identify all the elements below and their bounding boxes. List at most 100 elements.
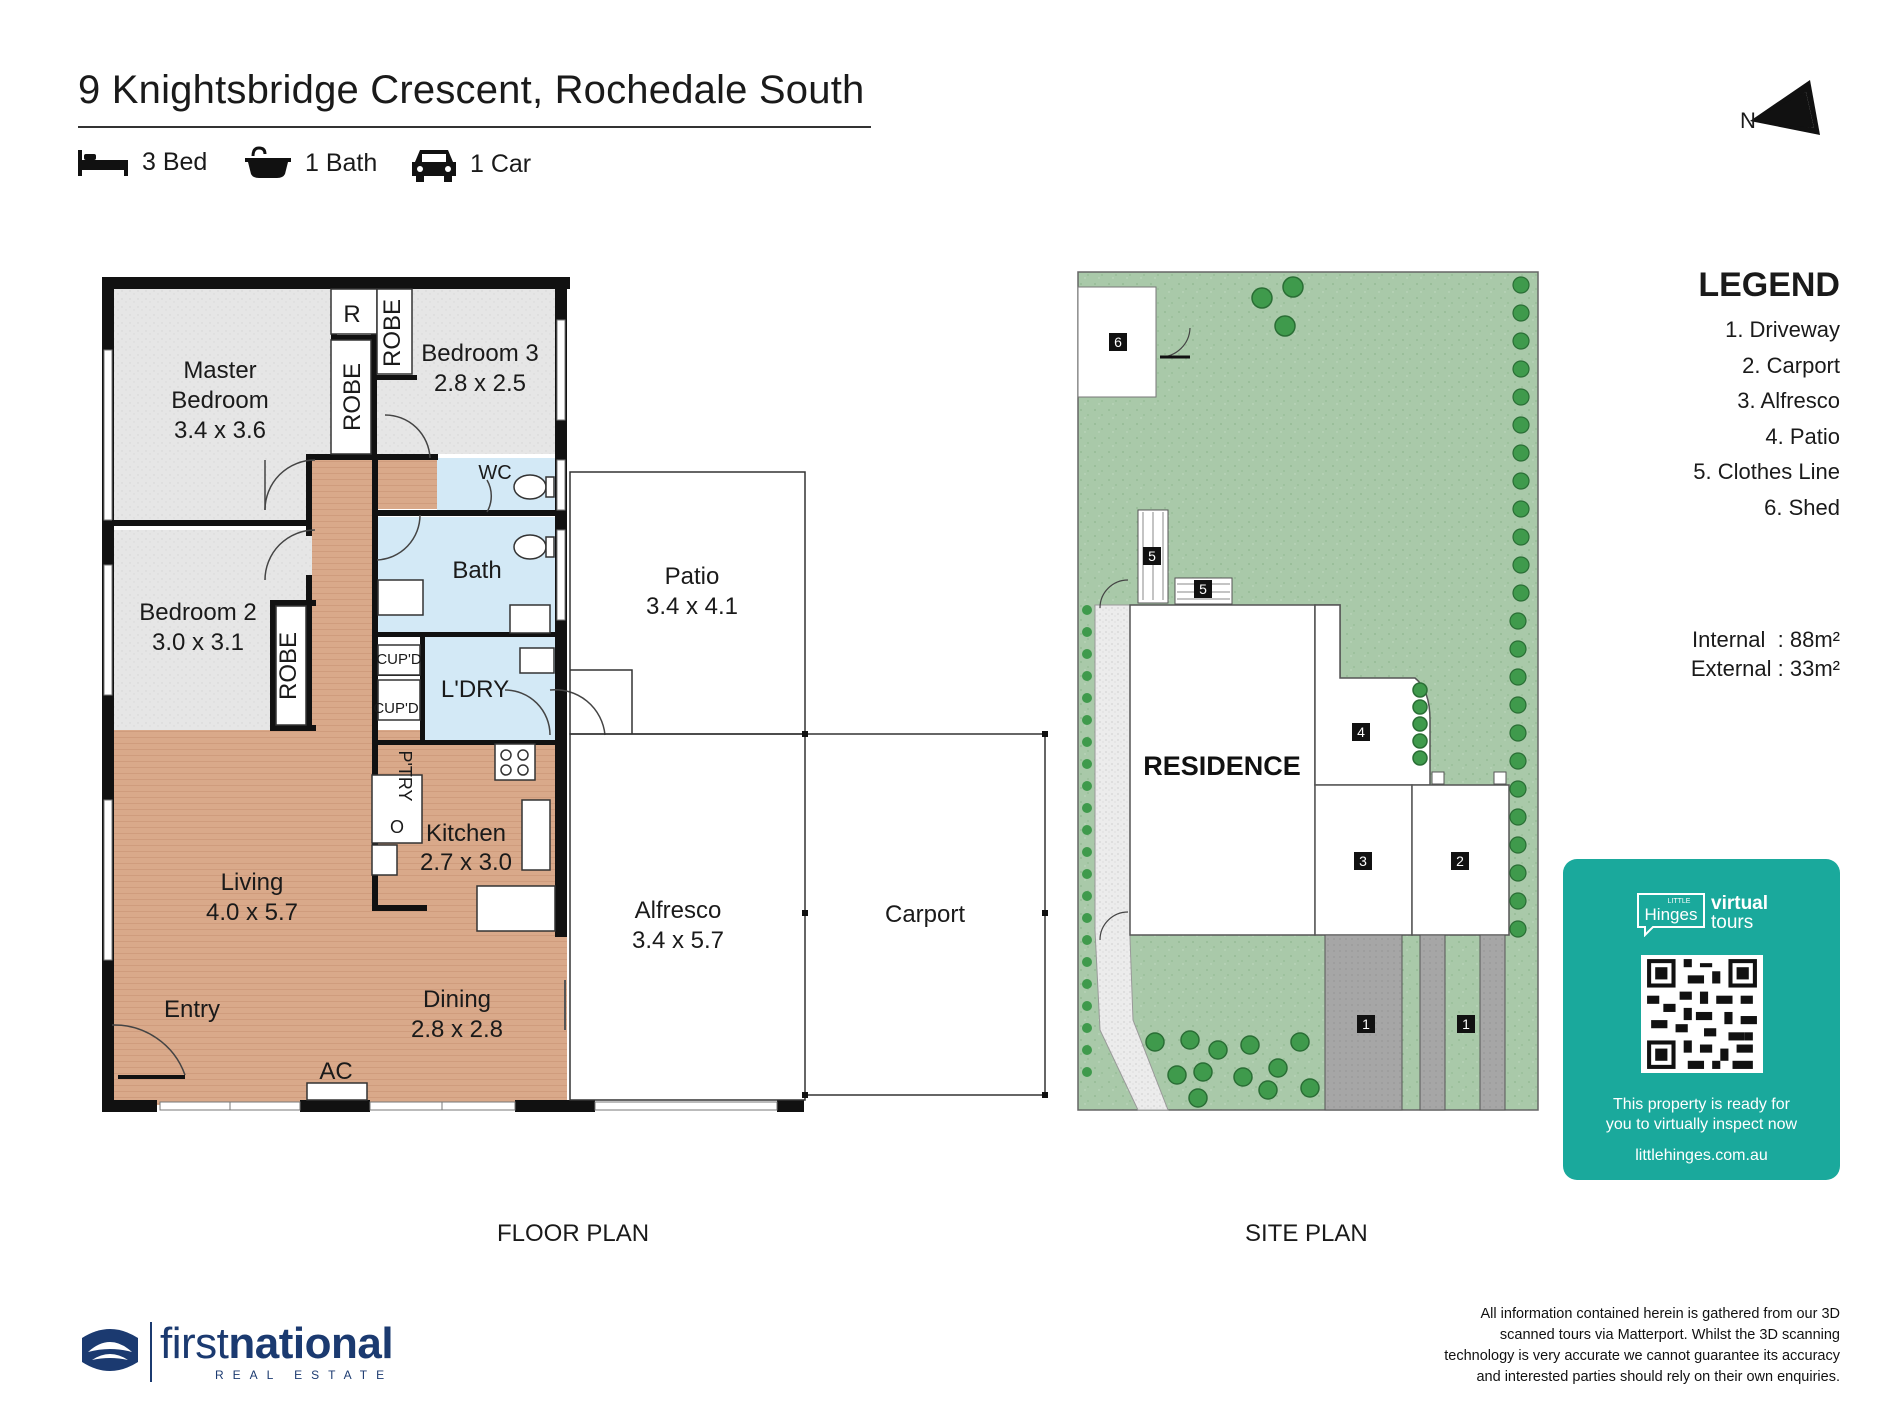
virtual-tour-card[interactable]: LITTLE Hinges virtual tours This propert… [1563, 859, 1840, 1180]
hedge-tree [1512, 472, 1530, 490]
marker-1a: 1 [1362, 1016, 1370, 1032]
marker-1b: 1 [1462, 1016, 1470, 1032]
hedge-shrub [1082, 605, 1092, 615]
car-icon [412, 150, 456, 182]
robe-label-master: ROBE [339, 363, 366, 431]
qr-code-icon[interactable] [1641, 955, 1763, 1073]
robe-label-bed3: ROBE [379, 299, 406, 367]
pantry-label: P'TRY [395, 750, 415, 801]
hedge-tree [1509, 836, 1527, 854]
bed3-label: Bedroom 3 [421, 340, 538, 367]
disclaimer-line-3: technology is very accurate we cannot gu… [1444, 1348, 1840, 1364]
hall-top-floor [372, 454, 437, 509]
legend-title: LEGEND [1698, 266, 1840, 304]
hedge-tree [1509, 864, 1527, 882]
external-value: 33m² [1789, 656, 1840, 681]
carport-label: Carport [885, 901, 965, 928]
north-arrow-icon [1750, 80, 1820, 135]
promo-url-link[interactable]: littlehinges.com.au [1635, 1147, 1768, 1164]
hedge-tree [1512, 556, 1530, 574]
speech-bubble-icon: LITTLE Hinges [1637, 893, 1705, 937]
disclaimer: All information contained herein is gath… [1360, 1304, 1840, 1388]
promo-message-line-2: you to virtually inspect now [1605, 1116, 1798, 1133]
hedge-shrub [1082, 737, 1092, 747]
hedge-tree [1512, 388, 1530, 406]
site-plan: 6 5 5 4 3 2 1 1 RESIDENCE [1077, 271, 1539, 1111]
driveway-2a [1419, 934, 1446, 1111]
kitchen-label: Kitchen [426, 820, 506, 847]
hedge-shrub [1082, 693, 1092, 703]
marker-6: 6 [1114, 334, 1122, 350]
brand-tours: tours [1711, 912, 1754, 933]
marker-5b: 5 [1199, 581, 1207, 597]
hedge-tree [1509, 640, 1527, 658]
bed-icon [78, 150, 128, 176]
legend-item: 4. Patio [1765, 423, 1840, 449]
hedge-tree [1512, 444, 1530, 462]
bath-feature: 1 Bath [245, 146, 377, 180]
residence [1129, 604, 1316, 936]
hall-floor [312, 454, 372, 734]
hedge-tree [1512, 528, 1530, 546]
hedge-tree [1509, 612, 1527, 630]
brand-virtual: virtual [1711, 893, 1769, 914]
marker-3: 3 [1359, 853, 1367, 869]
car-count: 1 Car [470, 149, 532, 178]
hedge-tree [1509, 724, 1527, 742]
hedge-tree [1512, 332, 1530, 350]
legend-list: 1. Driveway 2. Carport 3. Alfresco 4. Pa… [1600, 312, 1840, 525]
hedge-shrub [1082, 627, 1092, 637]
svg-text:Hinges: Hinges [1645, 905, 1698, 924]
o-label: O [390, 817, 404, 837]
hedge-shrub [1082, 1045, 1092, 1055]
title-divider [78, 126, 871, 128]
driveway-2b [1479, 934, 1506, 1111]
bathtub-icon [245, 146, 291, 178]
entry-label: Entry [164, 996, 220, 1023]
car-feature: 1 Car [412, 146, 531, 182]
hedge-tree [1509, 752, 1527, 770]
patio-label: Patio [665, 563, 720, 590]
hedge-tree [1512, 304, 1530, 322]
north-label: N [1740, 108, 1756, 133]
bed-feature: 3 Bed [78, 146, 207, 178]
hedge-tree [1509, 920, 1527, 938]
hedge-shrub [1082, 935, 1092, 945]
hedge-shrub [1082, 1001, 1092, 1011]
hedge-shrub [1082, 803, 1092, 813]
site-plan-label: SITE PLAN [1245, 1220, 1368, 1247]
hedge-shrub [1082, 825, 1092, 835]
patio-dims: 3.4 x 4.1 [646, 593, 738, 620]
promo-message-line-1: This property is ready for [1613, 1096, 1790, 1113]
promo-message: This property is ready for you to virtua… [1563, 1095, 1840, 1135]
ac-label: AC [319, 1058, 352, 1085]
hedge-tree [1509, 668, 1527, 686]
hedge-shrub [1082, 913, 1092, 923]
living-dims: 4.0 x 5.7 [206, 899, 298, 926]
internal-value: 88m² [1789, 627, 1840, 652]
hedge-shrub [1082, 847, 1092, 857]
logo-national: national [228, 1319, 394, 1368]
kitchen-dims: 2.7 x 3.0 [420, 849, 512, 876]
legend-item: 5. Clothes Line [1693, 459, 1840, 484]
legend-item: 2. Carport [1742, 352, 1840, 378]
hedge-tree [1512, 416, 1530, 434]
floor-plan: Master Bedroom 3.4 x 3.6 R ROBE ROBE Bed… [102, 277, 1048, 1112]
legend-item: 6. Shed [1764, 494, 1840, 520]
hedge-shrub [1082, 781, 1092, 791]
master-label: Master [183, 357, 256, 384]
hedge-shrub [1082, 1023, 1092, 1033]
hedge-shrub [1082, 957, 1092, 967]
legend-item: 1. Driveway [1725, 317, 1840, 342]
disclaimer-line-4: and interested parties should rely on th… [1476, 1369, 1840, 1385]
first-national-emblem-icon [82, 1329, 138, 1371]
wc-label: WC [478, 462, 511, 484]
floor-plan-label: FLOOR PLAN [497, 1220, 650, 1247]
hedge-tree [1509, 892, 1527, 910]
disclaimer-line-1: All information contained herein is gath… [1480, 1306, 1840, 1322]
alfresco-label: Alfresco [635, 897, 722, 924]
external-label: External [1690, 656, 1772, 681]
bath-label: Bath [452, 557, 501, 584]
marker-4: 4 [1357, 724, 1365, 740]
